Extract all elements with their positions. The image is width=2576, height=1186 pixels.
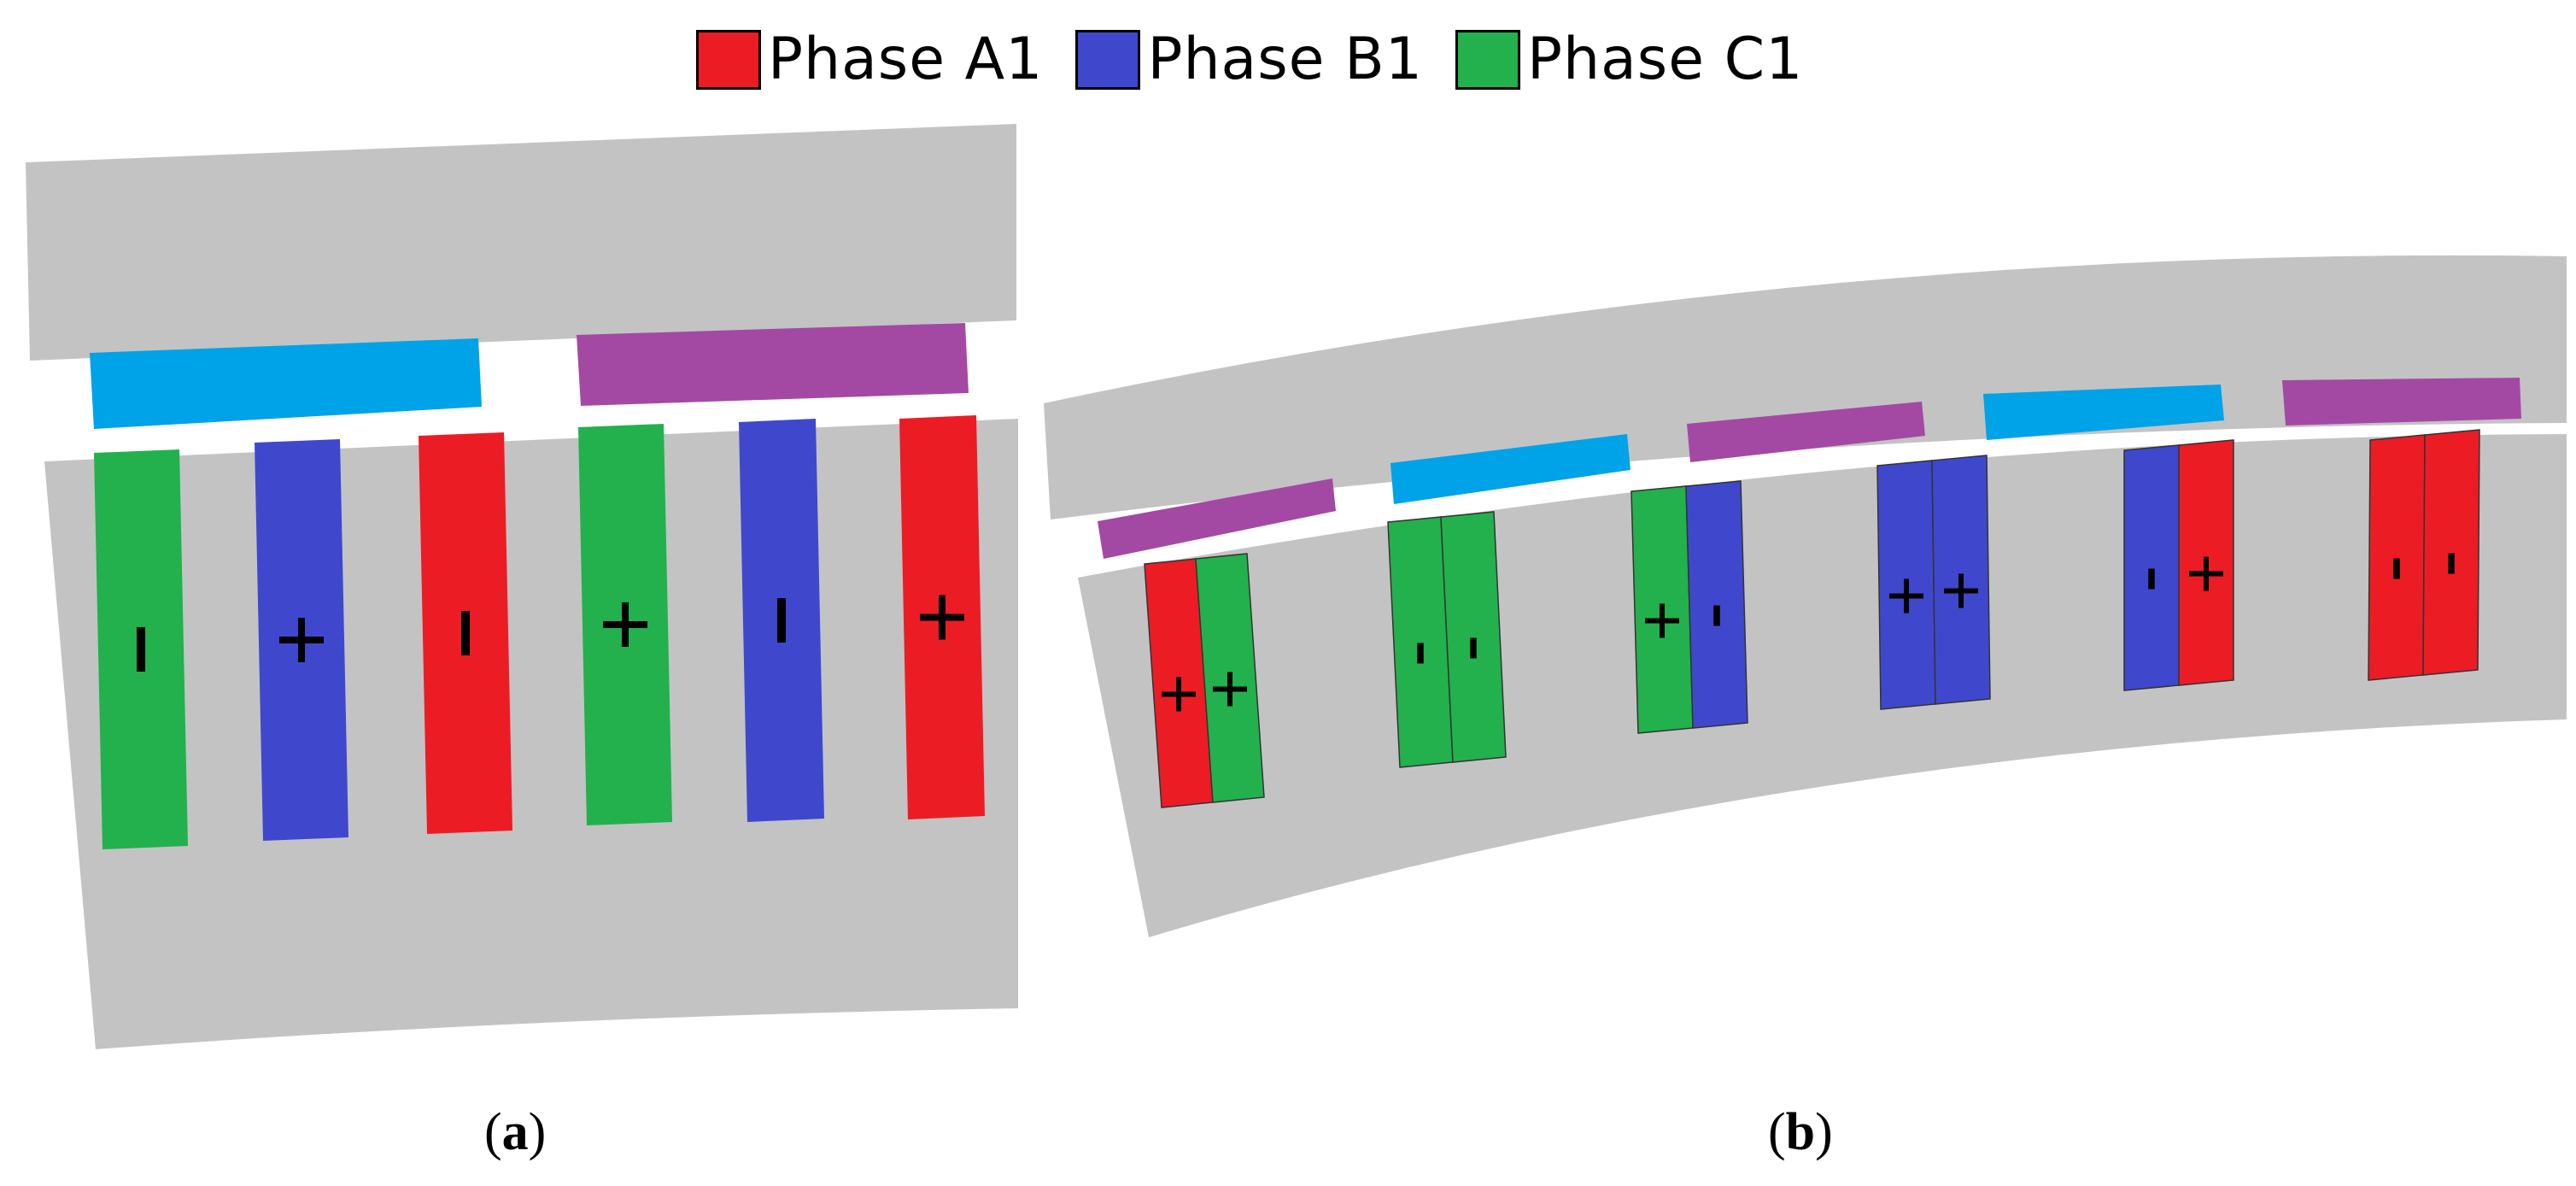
legend-label-phase-a1: Phase A1 [768,26,1044,93]
panel-b-slot-4-layer-1-sign [1889,578,1923,614]
legend-swatch-phase-a1 [696,30,761,90]
panel-a-upper-core [26,124,1016,361]
panel-b-slot-6-layer-1 [2368,434,2426,681]
legend: Phase A1 Phase B1 Phase C1 [696,24,1835,96]
legend-label-phase-c1: Phase C1 [1527,26,1804,93]
panel-a-linear-machine [26,124,1018,1049]
panel-a-lower-core [44,419,1018,1049]
panel-b-magnet-4 [1983,385,2224,440]
legend-item-phase-a1: Phase A1 [696,30,1043,90]
panel-b-magnet-2 [1390,434,1630,504]
panel-b-slot-6-layer-2 [2422,429,2480,676]
legend-swatch-phase-b1 [1075,30,1141,90]
panel-a-slot-4-sign [603,602,647,647]
panel-b-slot-4-layer-2-sign [1944,573,1978,608]
caption-b: (b) [1768,1103,1833,1161]
panel-b-slot-3-layer-1-sign [1645,603,1679,638]
caption-b-label: b [1785,1103,1816,1161]
panel-b-slot-1-layer-1-sign [1162,677,1196,712]
panel-b-slot-3-layer-2 [1685,480,1748,729]
panel-b-slot-1-layer-2-sign [1213,672,1247,707]
panel-b-magnet-1 [1098,479,1336,559]
legend-swatch-phase-c1 [1455,30,1521,90]
legend-label-phase-b1: Phase B1 [1147,26,1424,93]
panel-b-slot-2-layer-2 [1440,511,1507,763]
panel-a-magnet-1 [90,338,482,429]
panel-b-magnet-5 [2282,378,2521,426]
panel-b-slot-5-layer-2-sign [2189,556,2223,591]
panel-a-slot-2-sign [279,618,324,662]
panel-b-upper-core [1044,255,2567,520]
panel-a-magnet-2 [577,323,969,406]
caption-a-label: a [501,1103,529,1161]
panel-b-magnet-3 [1687,402,1925,462]
panel-b-arc-machine [1044,255,2567,937]
legend-item-phase-b1: Phase B1 [1075,30,1423,90]
panel-a-slot-6-sign [920,595,964,640]
legend-item-phase-c1: Phase C1 [1455,30,1803,90]
caption-a: (a) [484,1103,547,1161]
panel-b-slot-5-layer-1 [2123,444,2180,691]
